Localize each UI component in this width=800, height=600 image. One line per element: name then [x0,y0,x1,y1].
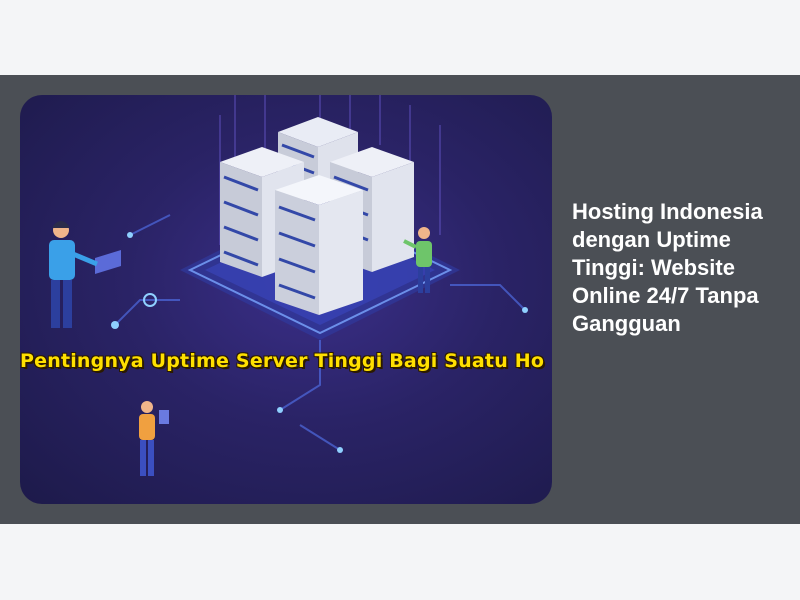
thumbnail-banner-text: Pentingnya Uptime Server Tinggi Bagi Sua… [20,350,545,372]
article-title[interactable]: Hosting Indonesia dengan Uptime Tinggi: … [572,199,763,336]
article-card[interactable]: Pentingnya Uptime Server Tinggi Bagi Sua… [0,75,800,524]
page-bottom-area [0,524,800,600]
server-illustration-icon [49,95,528,476]
page-top-area [0,0,800,75]
article-thumbnail[interactable]: Pentingnya Uptime Server Tinggi Bagi Sua… [20,95,552,504]
